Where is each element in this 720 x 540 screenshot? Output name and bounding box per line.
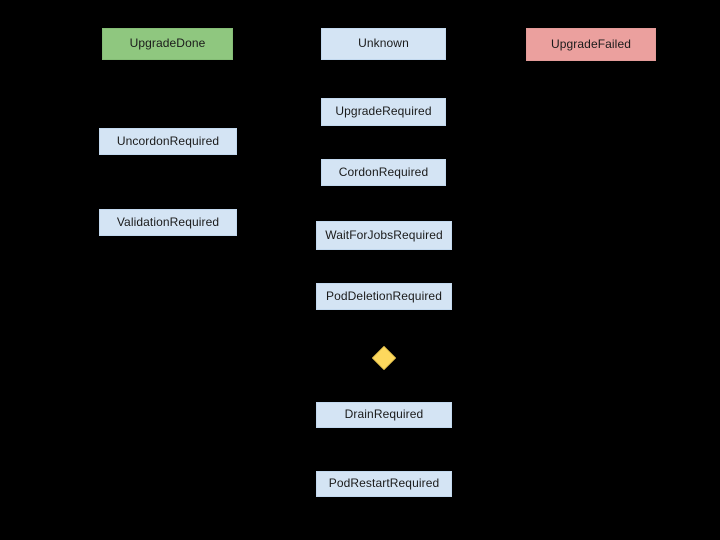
- state-node-upgrade-required[interactable]: UpgradeRequired: [321, 98, 446, 126]
- state-node-label: CordonRequired: [338, 164, 429, 179]
- diamond-icon: [372, 346, 396, 370]
- state-node-label: PodDeletionRequired: [326, 288, 442, 303]
- state-node-upgrade-failed[interactable]: UpgradeFailed: [526, 28, 656, 61]
- state-node-label: ValidationRequired: [116, 214, 220, 229]
- state-node-drain-required[interactable]: DrainRequired: [316, 402, 452, 428]
- state-node-label: PodRestartRequired: [328, 476, 440, 491]
- state-node-label: UncordonRequired: [116, 133, 220, 148]
- state-node-uncordon-required[interactable]: UncordonRequired: [99, 128, 237, 155]
- state-node-label: UpgradeFailed: [550, 36, 631, 51]
- state-node-label: UpgradeRequired: [335, 104, 432, 119]
- state-node-label: DrainRequired: [344, 407, 424, 422]
- state-node-label: WaitForJobsRequired: [325, 227, 443, 242]
- state-node-pod-restart-required[interactable]: PodRestartRequired: [316, 471, 452, 497]
- decision-diamond-node[interactable]: [372, 346, 396, 370]
- state-node-label: UpgradeDone: [129, 36, 206, 51]
- state-node-cordon-required[interactable]: CordonRequired: [321, 159, 446, 186]
- state-node-pod-deletion-required[interactable]: PodDeletionRequired: [316, 283, 452, 310]
- state-node-upgrade-done[interactable]: UpgradeDone: [102, 28, 233, 60]
- state-node-wait-for-jobs-required[interactable]: WaitForJobsRequired: [316, 221, 452, 250]
- state-node-label: Unknown: [358, 36, 409, 51]
- state-node-unknown[interactable]: Unknown: [321, 28, 446, 60]
- state-node-validation-required[interactable]: ValidationRequired: [99, 209, 237, 236]
